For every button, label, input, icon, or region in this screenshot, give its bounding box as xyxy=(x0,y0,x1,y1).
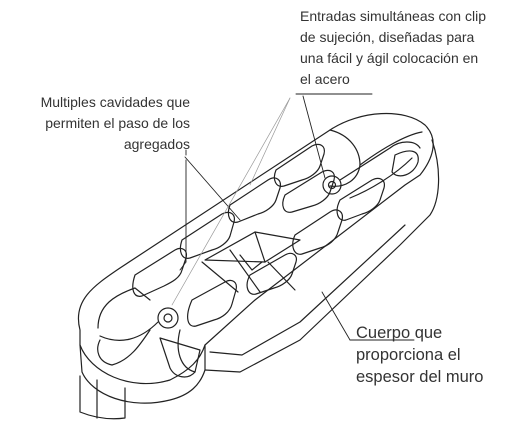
right-clip-hole xyxy=(322,175,342,195)
leader-lines xyxy=(179,93,415,341)
callout-body: Cuerpo que proporciona el espesor del mu… xyxy=(356,324,484,386)
body-lower-face-line xyxy=(209,224,406,356)
body-side-wall xyxy=(79,344,206,404)
left-clip-hole xyxy=(157,307,179,329)
body-bottom-edge xyxy=(204,139,440,373)
callout-clip-entries: Entradas simultáneas con clip de sujeció… xyxy=(300,8,486,87)
callout-cavities: Multiples cavidades que permiten el paso… xyxy=(40,94,190,152)
projection-lines xyxy=(171,97,291,306)
end-face xyxy=(79,375,126,420)
body-outline xyxy=(77,112,434,385)
